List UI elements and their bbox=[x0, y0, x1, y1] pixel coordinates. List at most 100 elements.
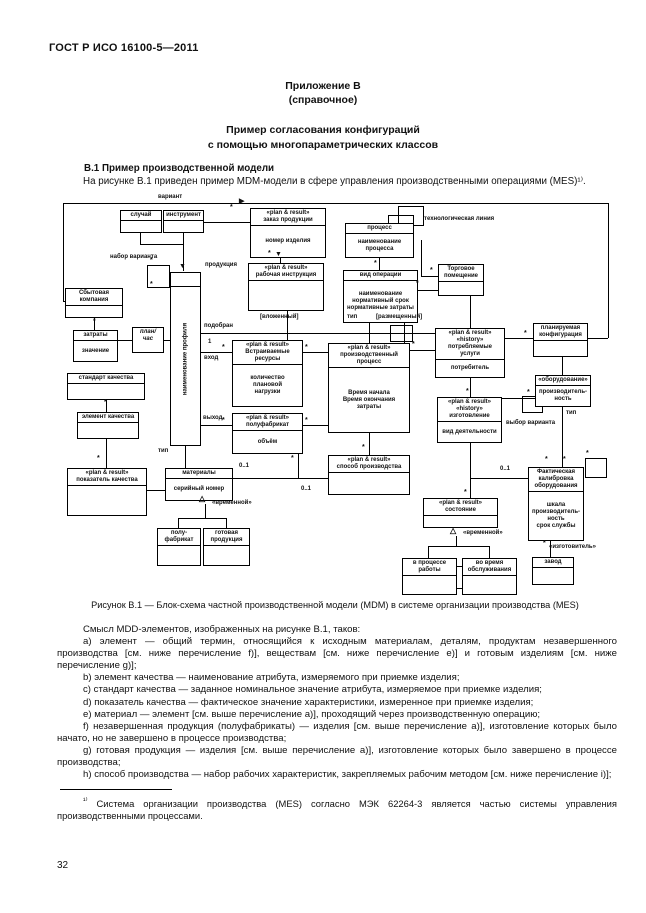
box-text-line: способ производства bbox=[336, 464, 402, 470]
generalization-triangle: △ bbox=[199, 494, 206, 503]
connector-line bbox=[94, 318, 95, 330]
connector-line bbox=[369, 433, 370, 455]
box-zavod: завод bbox=[532, 557, 574, 585]
legend-item: d) показатель качества — фактическое зна… bbox=[83, 696, 534, 708]
connector-line bbox=[298, 454, 299, 478]
box-text-line: процесс bbox=[356, 359, 382, 365]
arrowhead: ▼ bbox=[179, 263, 186, 270]
box-sposob-proizvodstva: «plan & result»способ производства bbox=[328, 455, 410, 495]
multiplicity-asterisk: * bbox=[97, 455, 100, 462]
diagram-label: тип bbox=[347, 314, 358, 320]
box-attribute-compartment bbox=[534, 340, 587, 356]
box-text-line: показатель качества bbox=[76, 477, 138, 483]
appendix-title-line2: с помощью многопараметрических классов bbox=[207, 139, 439, 151]
connector-line bbox=[550, 541, 551, 557]
diagram-label: 0..1 bbox=[500, 466, 511, 472]
box-attribute-compartment: серийный номер bbox=[166, 478, 232, 500]
box-oborudovanie: «оборудование»производитель-ность bbox=[535, 375, 591, 407]
box-attribute-compartment bbox=[424, 515, 497, 527]
box-text-line: нормативные затраты bbox=[347, 305, 414, 311]
connector-line bbox=[140, 244, 184, 245]
box-text-line: Встраиваемые bbox=[245, 349, 290, 355]
box-attribute-compartment bbox=[204, 545, 249, 565]
self-association-box bbox=[147, 265, 170, 288]
connector-line bbox=[562, 357, 563, 375]
box-attribute-compartment bbox=[158, 545, 200, 565]
appendix-label: Приложение В bbox=[285, 80, 361, 92]
connector-line bbox=[233, 478, 328, 479]
multiplicity-asterisk: * bbox=[527, 389, 530, 396]
box-text-line: случай bbox=[130, 212, 152, 218]
box-attribute-compartment bbox=[439, 281, 483, 295]
connector-line bbox=[118, 340, 132, 341]
box-text-line: количество bbox=[250, 375, 285, 381]
box-attribute-compartment bbox=[249, 280, 323, 310]
box-text-line: потребляемые bbox=[447, 344, 493, 350]
box-attribute-compartment bbox=[66, 305, 122, 317]
box-instrument: инструмент bbox=[163, 210, 204, 233]
box-text-line: потребитель bbox=[450, 365, 490, 371]
box-title-compartment: стандарт качества bbox=[68, 374, 144, 383]
box-sostoyanie: «plan & result»состояние bbox=[423, 498, 498, 528]
connector-line bbox=[178, 518, 179, 528]
diagram-label: «временной» bbox=[463, 530, 503, 536]
box-text-line: шкала bbox=[546, 502, 566, 508]
connector-line bbox=[287, 311, 288, 340]
box-text-line: обслуживания bbox=[467, 567, 512, 573]
connector-line bbox=[226, 518, 227, 528]
box-text-line: затраты bbox=[356, 403, 382, 410]
box-title-compartment: элемент качества bbox=[78, 413, 138, 422]
figure-caption: Рисунок В.1 — Блок-схема частной произво… bbox=[91, 600, 579, 610]
box-text-line: инструмент bbox=[166, 212, 201, 218]
box-standart-kachestva: стандарт качества bbox=[67, 373, 145, 400]
self-association-box bbox=[390, 325, 413, 342]
connector-line bbox=[183, 233, 184, 271]
box-text-line: состояние bbox=[445, 507, 476, 513]
self-association-box bbox=[585, 458, 607, 478]
box-title-compartment: «plan & result»рабочая инструкция bbox=[249, 264, 323, 280]
connector-line bbox=[587, 338, 608, 339]
box-text-line: «plan & result» bbox=[448, 330, 492, 336]
connector-line bbox=[562, 407, 563, 467]
box-text-line: услуги bbox=[460, 351, 480, 357]
multiplicity-asterisk: * bbox=[291, 455, 294, 462]
diagram-label: вход bbox=[204, 355, 219, 361]
connector-line bbox=[201, 352, 232, 353]
connector-line bbox=[106, 439, 107, 468]
diagram-label: набор варианта bbox=[110, 254, 158, 260]
box-text-line: «plan & result» bbox=[347, 457, 391, 463]
appendix-title-line1: Пример согласования конфигураций bbox=[226, 124, 420, 136]
box-text-line: производственный bbox=[340, 352, 398, 358]
connector-line bbox=[410, 350, 435, 351]
box-text-line: Торговое bbox=[447, 266, 475, 272]
box-text-line: «history» bbox=[456, 406, 483, 412]
box-text-line: «plan & result» bbox=[264, 265, 308, 271]
diagram-label: вариант bbox=[158, 194, 183, 200]
diagram-label: выход bbox=[203, 415, 223, 421]
box-plan-chas: план/час bbox=[132, 327, 164, 353]
box-attribute-compartment bbox=[403, 575, 456, 594]
multiplicity-asterisk: * bbox=[93, 318, 96, 325]
connector-line bbox=[421, 240, 422, 276]
section-heading: В.1 Пример производственной модели bbox=[84, 163, 275, 174]
legend-item: g) готовая продукция — изделия [см. выше… bbox=[57, 744, 617, 769]
box-text-line: «plan & result» bbox=[245, 342, 289, 348]
diagram-label: 1 bbox=[208, 339, 212, 345]
connector-line bbox=[303, 352, 328, 353]
box-title-compartment: «оборудование» bbox=[536, 376, 590, 385]
box-sluchay: случай bbox=[120, 210, 162, 233]
box-text-line: рабочая инструкция bbox=[255, 272, 317, 278]
multiplicity-asterisk: * bbox=[412, 341, 415, 348]
box-attribute-compartment bbox=[533, 567, 573, 584]
legend-item: h) способ производства — набор рабочих х… bbox=[83, 769, 612, 781]
connector-line bbox=[303, 425, 328, 426]
